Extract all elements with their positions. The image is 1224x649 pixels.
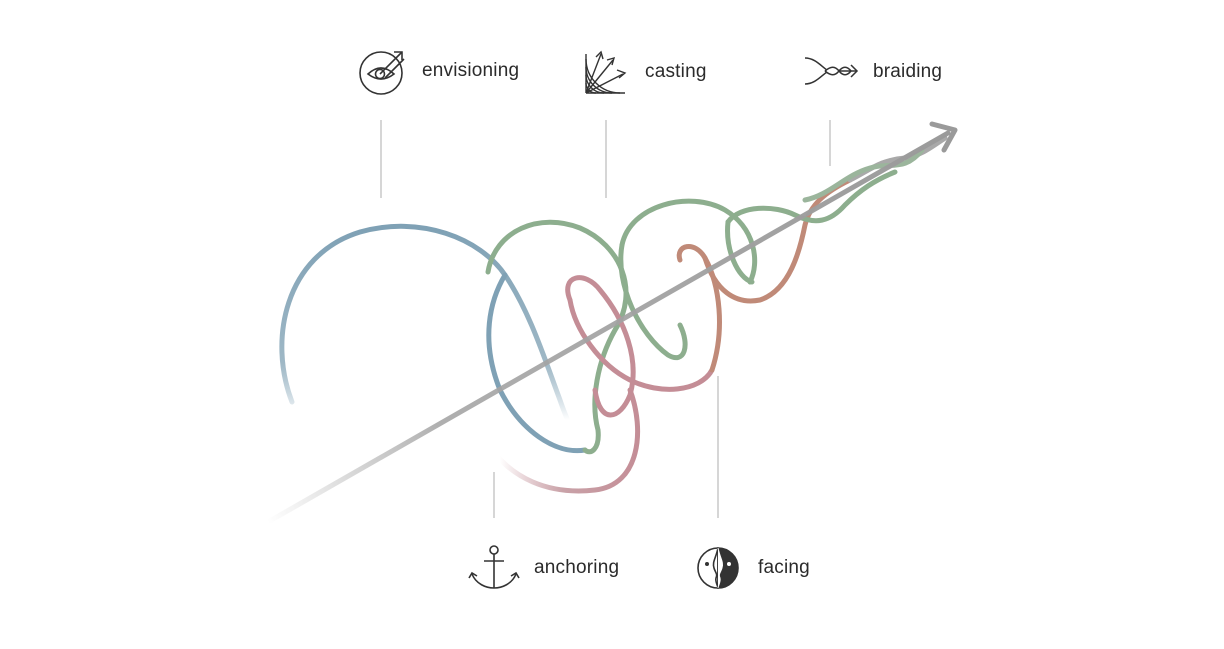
- casting-label: casting: [645, 61, 707, 82]
- braid-arrow-icon: [804, 57, 859, 85]
- label-anchoring: anchoring: [468, 544, 619, 592]
- braiding-label: braiding: [873, 61, 943, 82]
- label-facing: facing: [692, 546, 810, 590]
- green-loop-3: [725, 169, 898, 225]
- blue-loop: [279, 223, 584, 454]
- rust-loop-b: [702, 177, 853, 304]
- connector-lines: [380, 120, 831, 518]
- envisioning-label: envisioning: [422, 60, 520, 81]
- braid-strand-2: [802, 147, 925, 203]
- anchoring-label: anchoring: [534, 557, 620, 578]
- anchor-icon: [468, 545, 520, 589]
- axis-arrowhead: [929, 121, 958, 153]
- rose-loop-2: [567, 297, 715, 392]
- axis-line: [265, 130, 951, 525]
- green-loop-2: [619, 198, 758, 285]
- faces-icon: [697, 547, 739, 589]
- label-casting: casting: [583, 48, 707, 96]
- label-braiding: braiding: [803, 52, 942, 92]
- facing-label: facing: [758, 557, 810, 578]
- rose-loop: [565, 275, 636, 418]
- fan-arrows-icon: [585, 50, 627, 94]
- rose-arc-bottom: [482, 387, 641, 494]
- label-envisioning: envisioning: [358, 46, 519, 96]
- green-loop-3b: [725, 219, 755, 285]
- green-loop-2b: [618, 242, 688, 360]
- eye-target-arrow-icon: [359, 51, 405, 95]
- green-loop-1: [485, 219, 629, 455]
